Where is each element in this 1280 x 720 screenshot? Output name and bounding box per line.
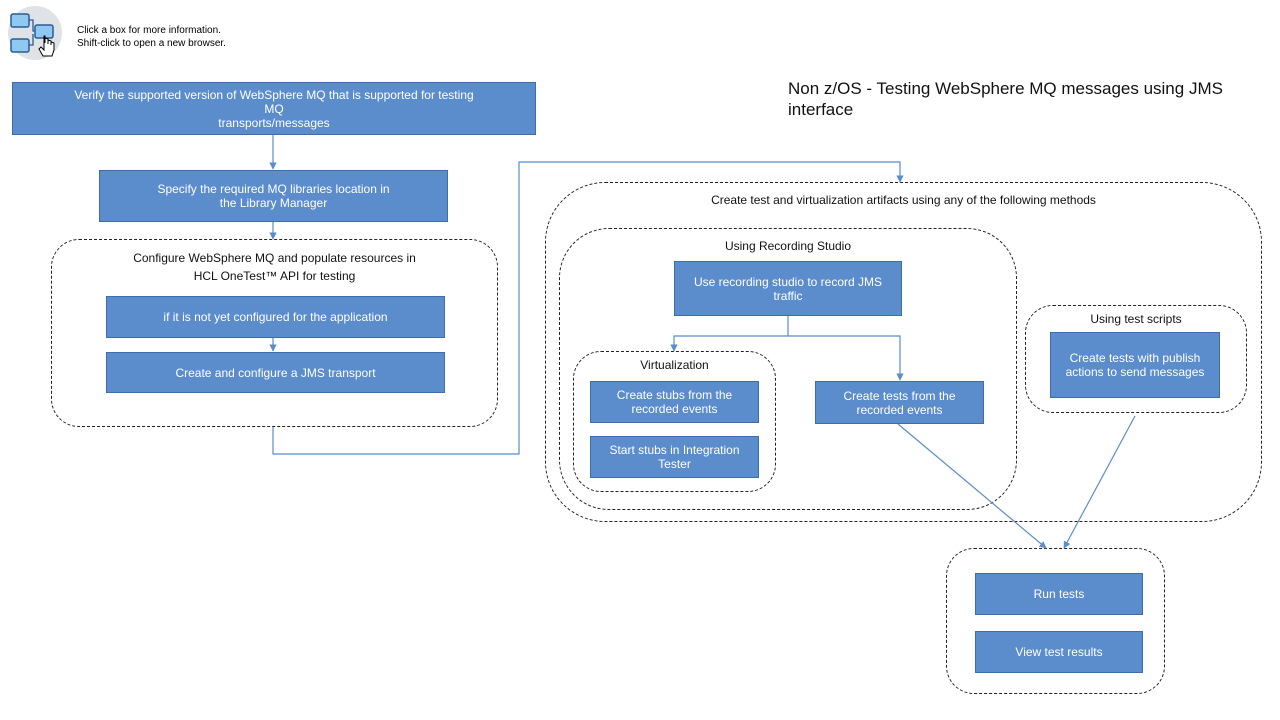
scripts-group-label: Using test scripts — [1090, 312, 1182, 326]
diagram-title: Non z/OS - Testing WebSphere MQ messages… — [788, 79, 1223, 119]
start-stubs-box[interactable]: Start stubs in Integration Tester — [590, 436, 759, 478]
verify-mq-version-box[interactable]: Verify the supported version of WebSpher… — [12, 82, 536, 135]
instructions-text: Click a box for more information. Shift-… — [77, 25, 226, 49]
scripts-group — [1025, 305, 1247, 413]
virtualization-group-label: Virtualization — [640, 358, 709, 372]
view-test-results-box[interactable]: View test results — [975, 631, 1143, 673]
artifacts-group-label: Create test and virtualization artifacts… — [711, 193, 1096, 207]
run-group — [946, 548, 1165, 694]
not-configured-box[interactable]: if it is not yet configured for the appl… — [106, 296, 445, 338]
configure-group-label: Configure WebSphere MQ and populate reso… — [133, 251, 416, 283]
record-jms-traffic-box[interactable]: Use recording studio to record JMS traff… — [674, 261, 902, 316]
create-stubs-box[interactable]: Create stubs from the recorded events — [590, 381, 759, 423]
diagram-hand-icon — [8, 6, 62, 60]
jms-transport-box[interactable]: Create and configure a JMS transport — [106, 352, 445, 393]
create-tests-publish-box[interactable]: Create tests with publish actions to sen… — [1050, 332, 1220, 398]
run-tests-box[interactable]: Run tests — [975, 573, 1143, 615]
recording-group-label: Using Recording Studio — [724, 239, 852, 253]
create-tests-recorded-box[interactable]: Create tests from the recorded events — [815, 381, 984, 424]
specify-libraries-box[interactable]: Specify the required MQ libraries locati… — [99, 170, 448, 222]
